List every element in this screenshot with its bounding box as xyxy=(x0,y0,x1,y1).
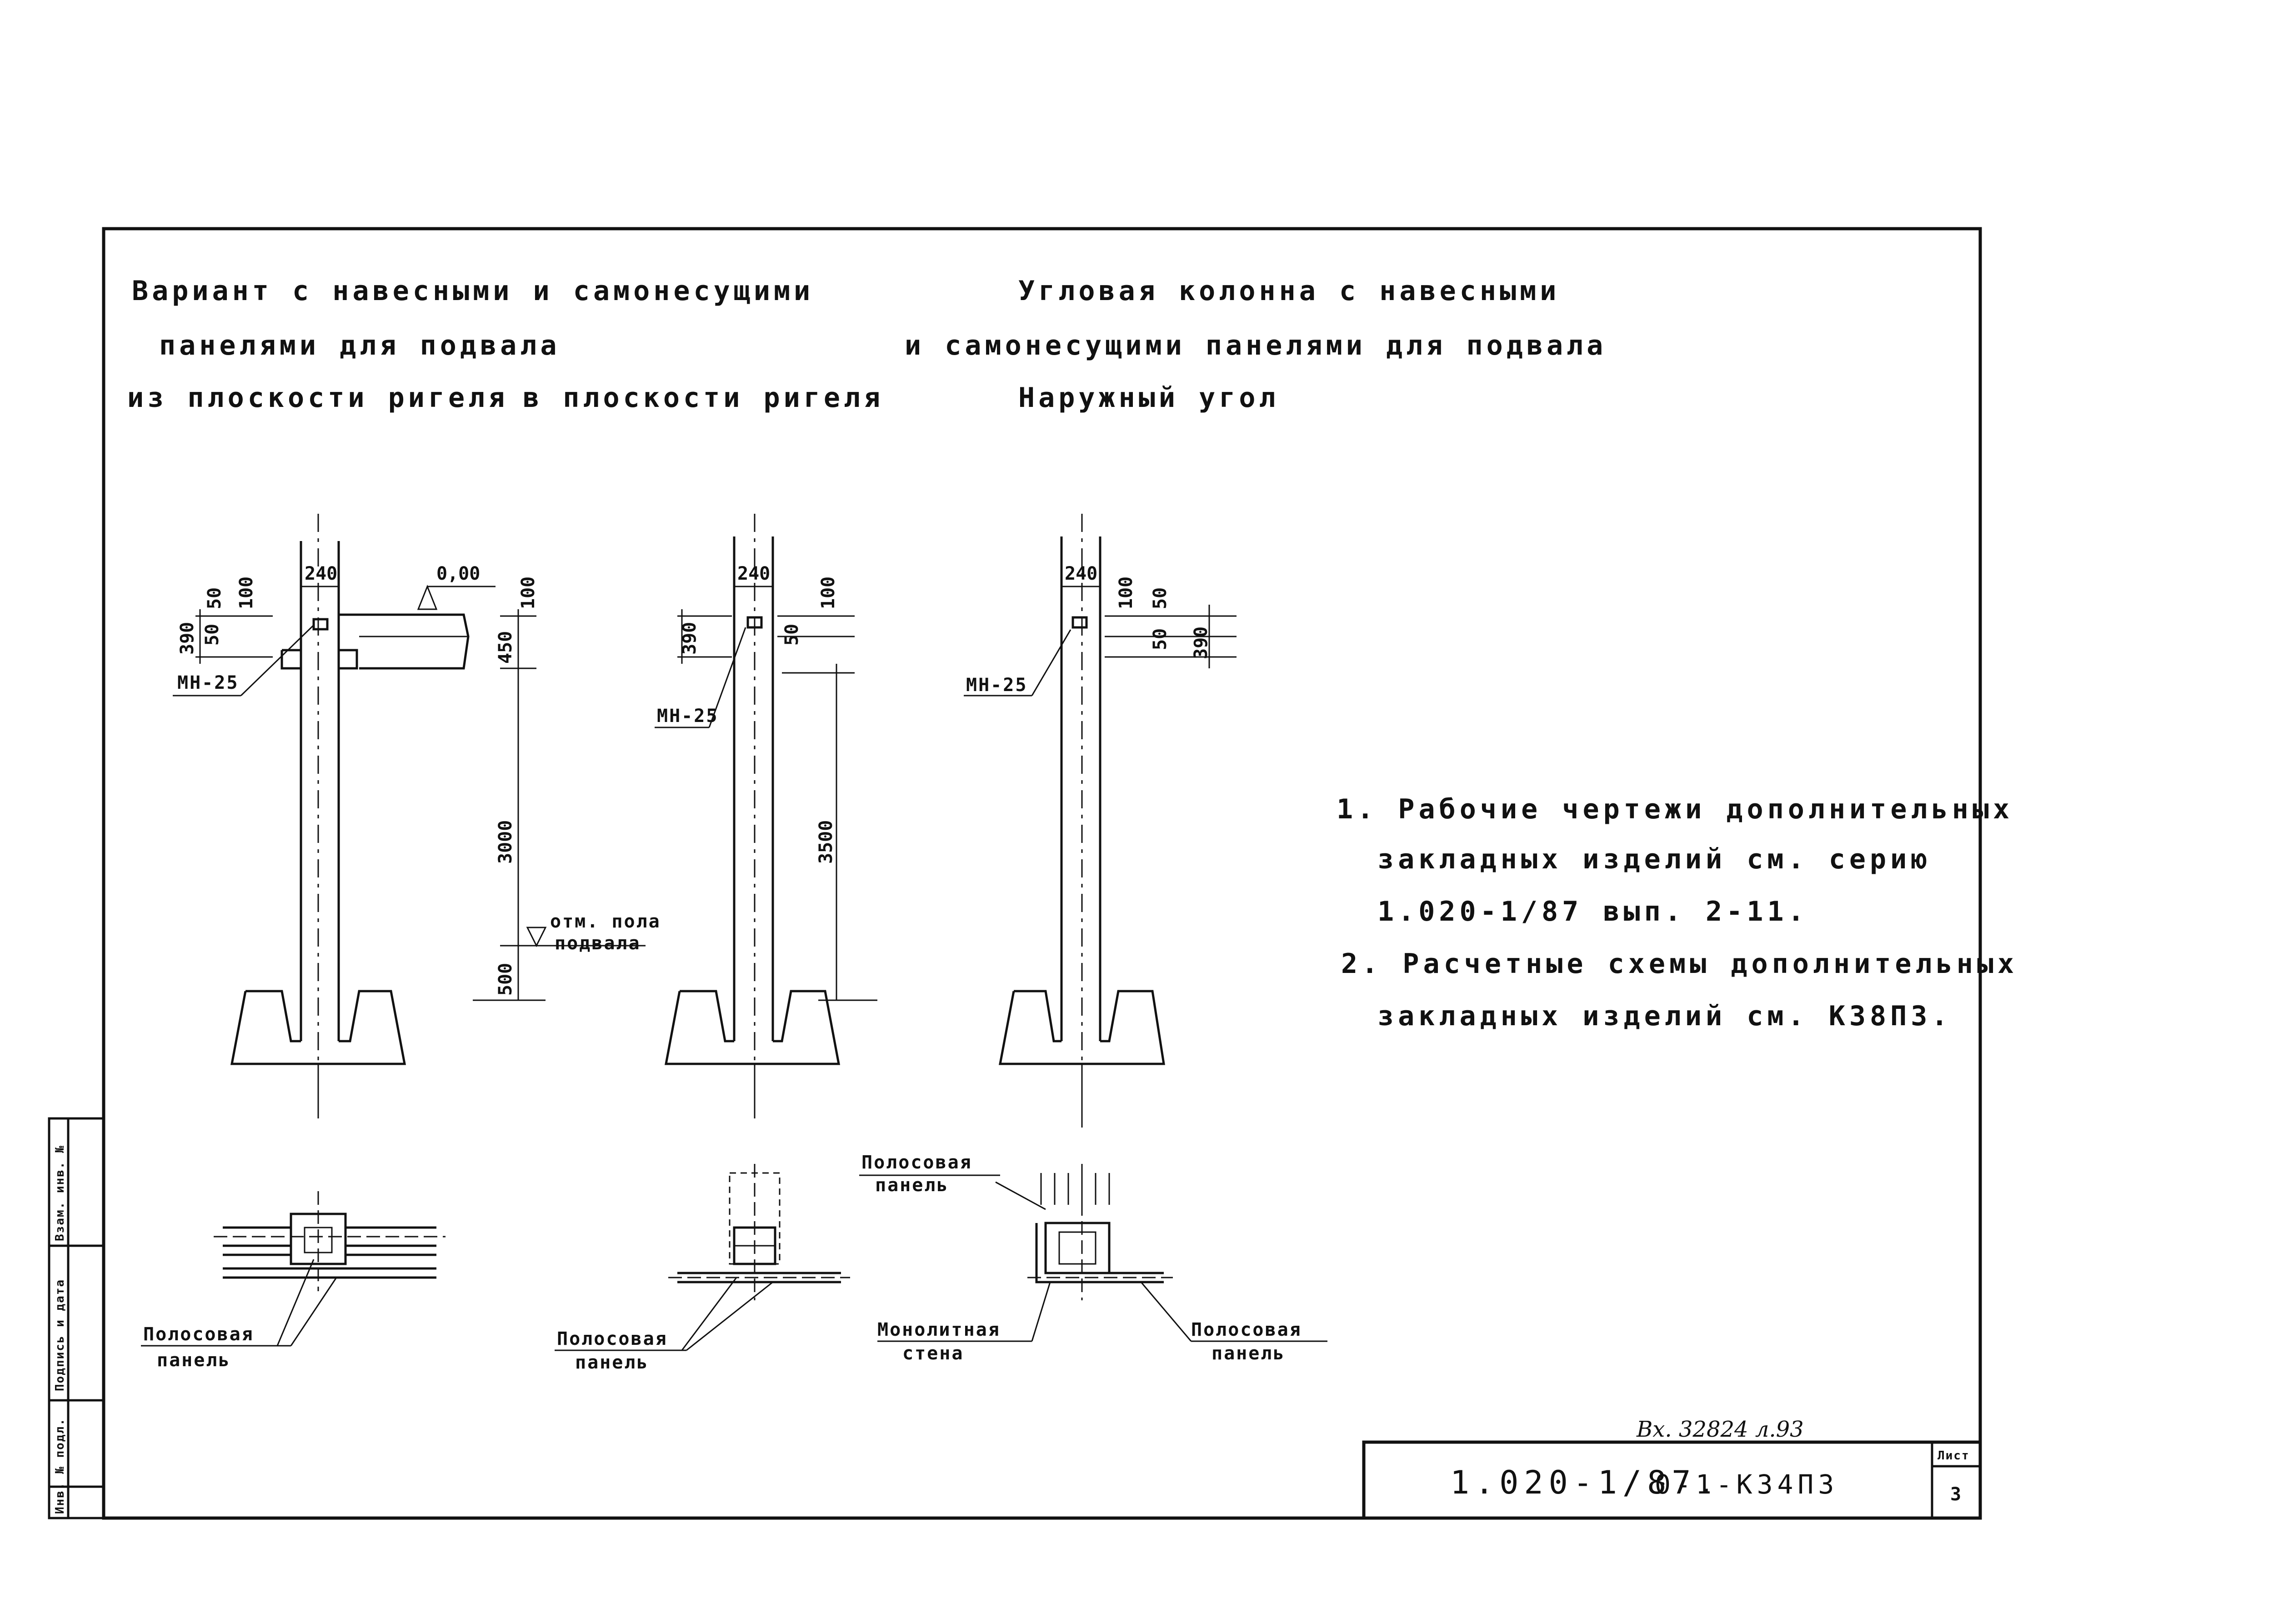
title-left: Вариант с навесными и самонесущими панел… xyxy=(127,275,884,414)
document-code-suffix: 0-1-К34ПЗ xyxy=(1655,1469,1838,1500)
dim-240-e1: 240 xyxy=(305,563,337,584)
elevation-1: 240 390 50 50 100 0,00 100 450 3000 500 … xyxy=(173,514,661,1118)
strip-panel-p1-line2: панель xyxy=(157,1350,231,1371)
title-left-line3b: в плоскости ригеля xyxy=(523,382,884,414)
dim-240-e2: 240 xyxy=(737,563,770,584)
title-right: Угловая колонна с навесными и самонесущи… xyxy=(905,275,1607,414)
dim-390-e2: 390 xyxy=(679,622,700,655)
mh25-label-e2: МН-25 xyxy=(657,706,718,727)
dim-100b-e1: 100 xyxy=(518,576,539,609)
note-2-line1: 2. Расчетные схемы дополнительных xyxy=(1341,948,2018,980)
monolithic-wall-line2: стена xyxy=(902,1343,964,1364)
strip-panel-p2-line2: панель xyxy=(575,1352,649,1373)
elevation-2: 240 390 50 100 3500 МН-25 xyxy=(655,514,877,1118)
plan-1: Полосовая панель xyxy=(141,1191,446,1371)
strip-panel-p2-line1: Полосовая xyxy=(557,1328,668,1349)
floor-level-line2: подвала xyxy=(555,933,641,954)
dim-3000-e1: 3000 xyxy=(495,820,516,864)
title-left-line3a: из плоскости ригеля xyxy=(127,382,508,414)
title-right-line2: и самонесущими панелями для подвала xyxy=(905,330,1607,361)
title-left-line2: панелями для подвала xyxy=(159,330,560,361)
strip-panel-p3b-line1: Полосовая xyxy=(1191,1319,1302,1340)
stamp-inv-no: Инв. № подл. xyxy=(53,1418,67,1514)
title-right-line1: Угловая колонна с навесными xyxy=(1018,275,1560,307)
dim-50b-e1: 50 xyxy=(204,587,225,609)
note-1-line2: закладных изделий см. серию xyxy=(1377,843,1931,875)
elevation-3: 240 100 50 50 390 МН-25 xyxy=(964,514,1237,1128)
stamp-signature-date: Подпись и дата xyxy=(53,1279,67,1391)
dim-50-e3: 50 xyxy=(1150,587,1171,609)
notes: 1. Рабочие чертежи дополнительных заклад… xyxy=(1337,793,2018,1032)
dim-50-e1: 50 xyxy=(202,624,223,646)
dim-240-e3: 240 xyxy=(1065,563,1097,584)
dim-450-e1: 450 xyxy=(495,631,516,664)
dim-3500-e2: 3500 xyxy=(816,820,836,864)
document-code: 1.020-1/87. xyxy=(1450,1464,1721,1501)
dim-500-e1: 500 xyxy=(495,963,516,996)
strip-panel-p3-line1: Полосовая xyxy=(861,1152,972,1173)
note-1-line3: 1.020-1/87 вып. 2-11. xyxy=(1377,896,1808,927)
sheet-frame xyxy=(48,227,1982,1520)
sheet-label: Лист xyxy=(1938,1449,1970,1463)
register-number: Вх. 32824 л.93 xyxy=(1636,1417,1804,1442)
strip-panel-p3b-line2: панель xyxy=(1212,1343,1286,1364)
dim-100-e3: 100 xyxy=(1116,576,1136,609)
dim-50b-e3: 50 xyxy=(1150,628,1171,650)
side-stamp: Инв. № подл. Подпись и дата Взам. инв. № xyxy=(53,1145,67,1514)
title-left-line1: Вариант с навесными и самонесущими xyxy=(132,275,814,307)
note-2-line2: закладных изделий см. К38ПЗ. xyxy=(1377,1000,1952,1032)
note-1-line1: 1. Рабочие чертежи дополнительных xyxy=(1337,793,2013,825)
plan-3: Полосовая панель Монолитная стена Полосо… xyxy=(859,1152,1327,1364)
dim-100-e1: 100 xyxy=(236,576,257,609)
dim-50-e2: 50 xyxy=(781,624,802,646)
mh25-label-e1: МН-25 xyxy=(177,672,239,693)
stamp-replace-inv: Взам. инв. № xyxy=(53,1145,67,1241)
plan-2: Полосовая панель xyxy=(555,1164,850,1373)
mh25-label-e3: МН-25 xyxy=(966,675,1027,696)
title-block: Вх. 32824 л.93 1.020-1/87. 0-1-К34ПЗ Лис… xyxy=(1450,1417,1970,1505)
sheet-number: 3 xyxy=(1950,1484,1961,1505)
strip-panel-p1-line1: Полосовая xyxy=(143,1324,254,1345)
monolithic-wall-line1: Монолитная xyxy=(877,1319,1001,1340)
dim-390-e3: 390 xyxy=(1191,627,1212,659)
dim-390-e1: 390 xyxy=(177,622,198,655)
strip-panel-p3-line2: панель xyxy=(875,1175,949,1196)
title-right-line3: Наружный угол xyxy=(1018,382,1279,414)
dim-100-e2: 100 xyxy=(818,576,839,609)
floor-level-line1: отм. пола xyxy=(550,911,661,932)
level-000: 0,00 xyxy=(436,563,480,584)
